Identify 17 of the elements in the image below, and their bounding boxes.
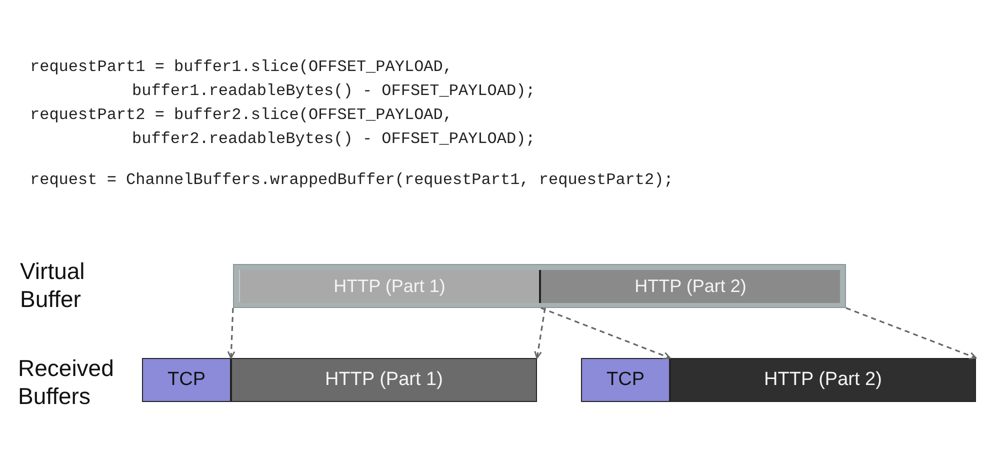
code-line: requestPart1 = buffer1.slice(OFFSET_PAYLOAD, [30, 58, 452, 76]
tcp-header-block: TCP [581, 358, 670, 402]
buffer-segment: HTTP (Part 1) [231, 358, 537, 402]
dashed-arrow [540, 307, 671, 360]
code-line: buffer1.readableBytes() - OFFSET_PAYLOAD); [132, 82, 536, 100]
tcp-header-block: TCP [142, 358, 231, 402]
code-line: buffer2.readableBytes() - OFFSET_PAYLOAD); [132, 130, 536, 148]
code-line: requestPart2 = buffer2.slice(OFFSET_PAYLOAD, [30, 106, 452, 124]
buffer-segment: HTTP (Part 2) [539, 270, 840, 303]
code-line: request = ChannelBuffers.wrappedBuffer(requestPart1, requestPart2); [30, 171, 674, 189]
dashed-arrow [227, 308, 236, 359]
buffer-segment: HTTP (Part 2) [670, 358, 976, 402]
row-label: Virtual Buffer [20, 257, 86, 313]
row-label: Received Buffers [18, 354, 115, 410]
dashed-arrow [846, 307, 977, 360]
dashed-arrow [534, 308, 546, 359]
buffer-segment: HTTP (Part 1) [240, 270, 539, 303]
